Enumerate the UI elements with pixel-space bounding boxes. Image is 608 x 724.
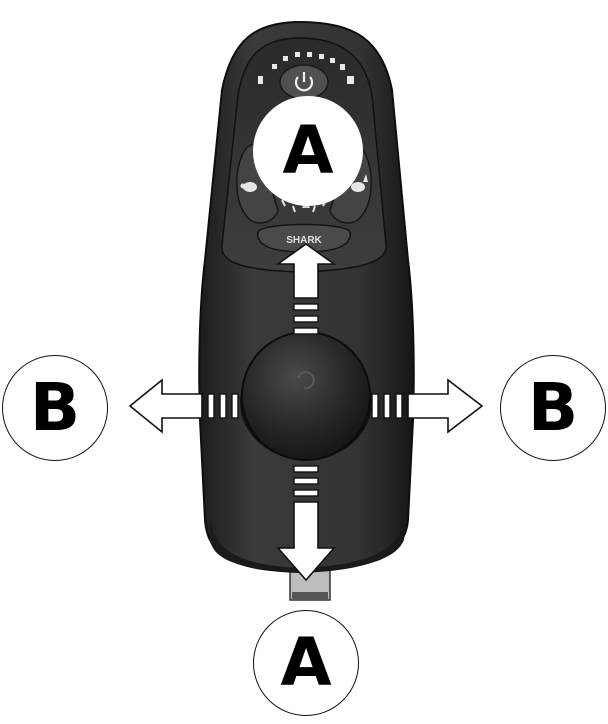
battery-gauge-icon bbox=[258, 52, 354, 84]
arrow-backward bbox=[276, 465, 336, 582]
hare-icon bbox=[351, 174, 368, 192]
label-a-bottom: A bbox=[253, 610, 359, 716]
power-button[interactable] bbox=[279, 64, 329, 100]
label-b-left: B bbox=[2, 355, 108, 461]
arrow-left bbox=[128, 378, 239, 434]
label-a-top: A bbox=[253, 96, 363, 206]
brand-label: SHARK bbox=[286, 235, 322, 246]
arrow-forward bbox=[275, 243, 337, 335]
turtle-icon bbox=[240, 182, 257, 192]
power-icon bbox=[294, 72, 314, 92]
horn-button[interactable]: SHARK bbox=[257, 223, 351, 253]
arrow-right bbox=[371, 378, 484, 434]
label-b-right: B bbox=[500, 355, 606, 461]
joystick-knob[interactable] bbox=[240, 331, 372, 461]
